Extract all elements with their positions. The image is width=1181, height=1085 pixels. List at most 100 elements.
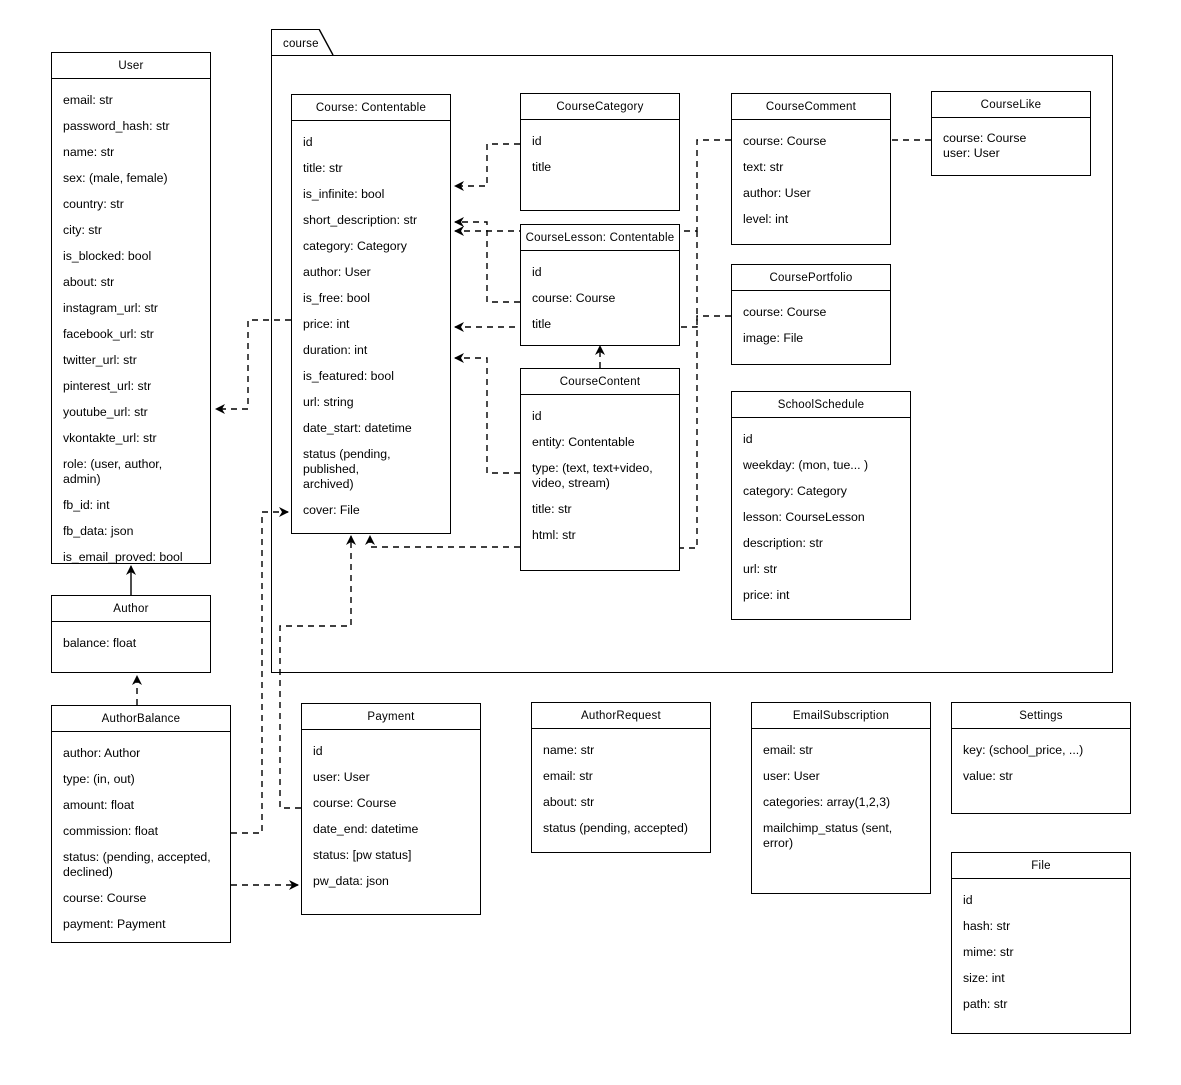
class-attribute: fb_id: int [63, 498, 110, 512]
class-title-course-portfolio: CoursePortfolio [732, 265, 890, 291]
class-attribute: user: User [943, 146, 1000, 160]
class-attribute: id [303, 135, 313, 149]
class-attribute: youtube_url: str [63, 405, 148, 419]
class-title-school-schedule: SchoolSchedule [732, 392, 910, 418]
class-title-payment: Payment [302, 704, 480, 730]
class-attributes-author: balance: float [52, 622, 210, 672]
package-course-label: course [283, 37, 319, 50]
class-attribute: duration: int [303, 343, 368, 357]
class-attribute: path: str [963, 997, 1008, 1011]
class-attribute: cover: File [303, 503, 360, 517]
class-attribute: title [532, 317, 552, 331]
class-attribute: status (pending, published, archived) [303, 447, 391, 491]
class-title-course-lesson: CourseLesson: Contentable [521, 225, 679, 251]
class-attribute: text: str [743, 160, 784, 174]
class-attribute: is_free: bool [303, 291, 370, 305]
class-attribute: city: str [63, 223, 102, 237]
class-attribute: key: (school_price, ...) [963, 743, 1084, 757]
class-attribute: status (pending, accepted) [543, 821, 688, 835]
class-attribute: email: str [63, 93, 113, 107]
class-attribute: balance: float [63, 636, 137, 650]
class-attribute: is_featured: bool [303, 369, 394, 383]
class-box-course[interactable]: Course: Contentable id title: str is_infini… [291, 94, 451, 534]
class-title-course-comment: CourseComment [732, 94, 890, 120]
class-attribute: id [743, 432, 753, 446]
class-attribute: user: User [763, 769, 820, 783]
class-attribute: email: str [543, 769, 593, 783]
class-attribute: user: User [313, 770, 370, 784]
class-attribute: country: str [63, 197, 124, 211]
class-attribute: instagram_url: str [63, 301, 158, 315]
class-attribute: commission: float [63, 824, 158, 838]
class-attribute: mailchimp_status (sent, error) [763, 821, 896, 850]
class-attribute: entity: Contentable [532, 435, 635, 449]
class-attributes-payment: id user: User course: Course date_end: date… [302, 730, 480, 914]
class-box-author-request[interactable]: AuthorRequest name: str email: str about: s… [531, 702, 711, 853]
class-attribute: mime: str [963, 945, 1014, 959]
class-attribute: fb_data: json [63, 524, 134, 538]
class-attribute: password_hash: str [63, 119, 170, 133]
class-box-payment[interactable]: Payment id user: User course: Course date_en… [301, 703, 481, 915]
class-attribute: price: int [303, 317, 350, 331]
class-attribute: course: Course [63, 891, 147, 905]
class-title-email-subscription: EmailSubscription [752, 703, 930, 729]
class-box-author[interactable]: Author balance: float [51, 595, 211, 673]
class-box-user[interactable]: User email: str password_hash: str name: st… [51, 52, 211, 564]
class-attribute: course: Course [943, 131, 1027, 145]
class-title-file: File [952, 853, 1130, 879]
class-attribute: date_end: datetime [313, 822, 419, 836]
class-attribute: title [532, 160, 552, 174]
class-attribute: author: Author [63, 746, 141, 760]
class-attribute: price: int [743, 588, 790, 602]
class-title-user: User [52, 53, 210, 79]
class-attribute: pinterest_url: str [63, 379, 152, 393]
class-attribute: name: str [63, 145, 115, 159]
class-attribute: is_infinite: bool [303, 187, 385, 201]
class-attribute: category: Category [303, 239, 407, 253]
class-attribute: id [532, 409, 542, 423]
class-title-course-category: CourseCategory [521, 94, 679, 120]
class-attribute: facebook_url: str [63, 327, 154, 341]
class-attribute: id [313, 744, 323, 758]
class-attribute: course: Course [532, 291, 616, 305]
class-attribute: course: Course [313, 796, 397, 810]
class-attribute: about: str [543, 795, 595, 809]
class-attribute: vkontakte_url: str [63, 431, 157, 445]
class-title-author-request: AuthorRequest [532, 703, 710, 729]
class-attributes-course-content: id entity: Contentable type: (text, text+v… [521, 395, 679, 570]
class-attribute: about: str [63, 275, 115, 289]
class-attribute: html: str [532, 528, 576, 542]
class-attribute: title: str [303, 161, 343, 175]
class-attribute: status: (pending, accepted, declined) [63, 850, 211, 879]
class-attribute: is_email_proved: bool [63, 550, 183, 564]
class-attributes-author-request: name: str email: str about: str status (pen… [532, 729, 710, 852]
class-attribute: description: str [743, 536, 823, 550]
class-attribute: email: str [763, 743, 813, 757]
class-attribute: type: (text, text+video, video, stream) [532, 461, 653, 490]
class-title-author: Author [52, 596, 210, 622]
class-attribute: url: string [303, 395, 354, 409]
class-title-course: Course: Contentable [292, 95, 450, 121]
class-attribute: name: str [543, 743, 595, 757]
class-attribute: url: str [743, 562, 778, 576]
class-attribute: course: Course [743, 305, 827, 319]
